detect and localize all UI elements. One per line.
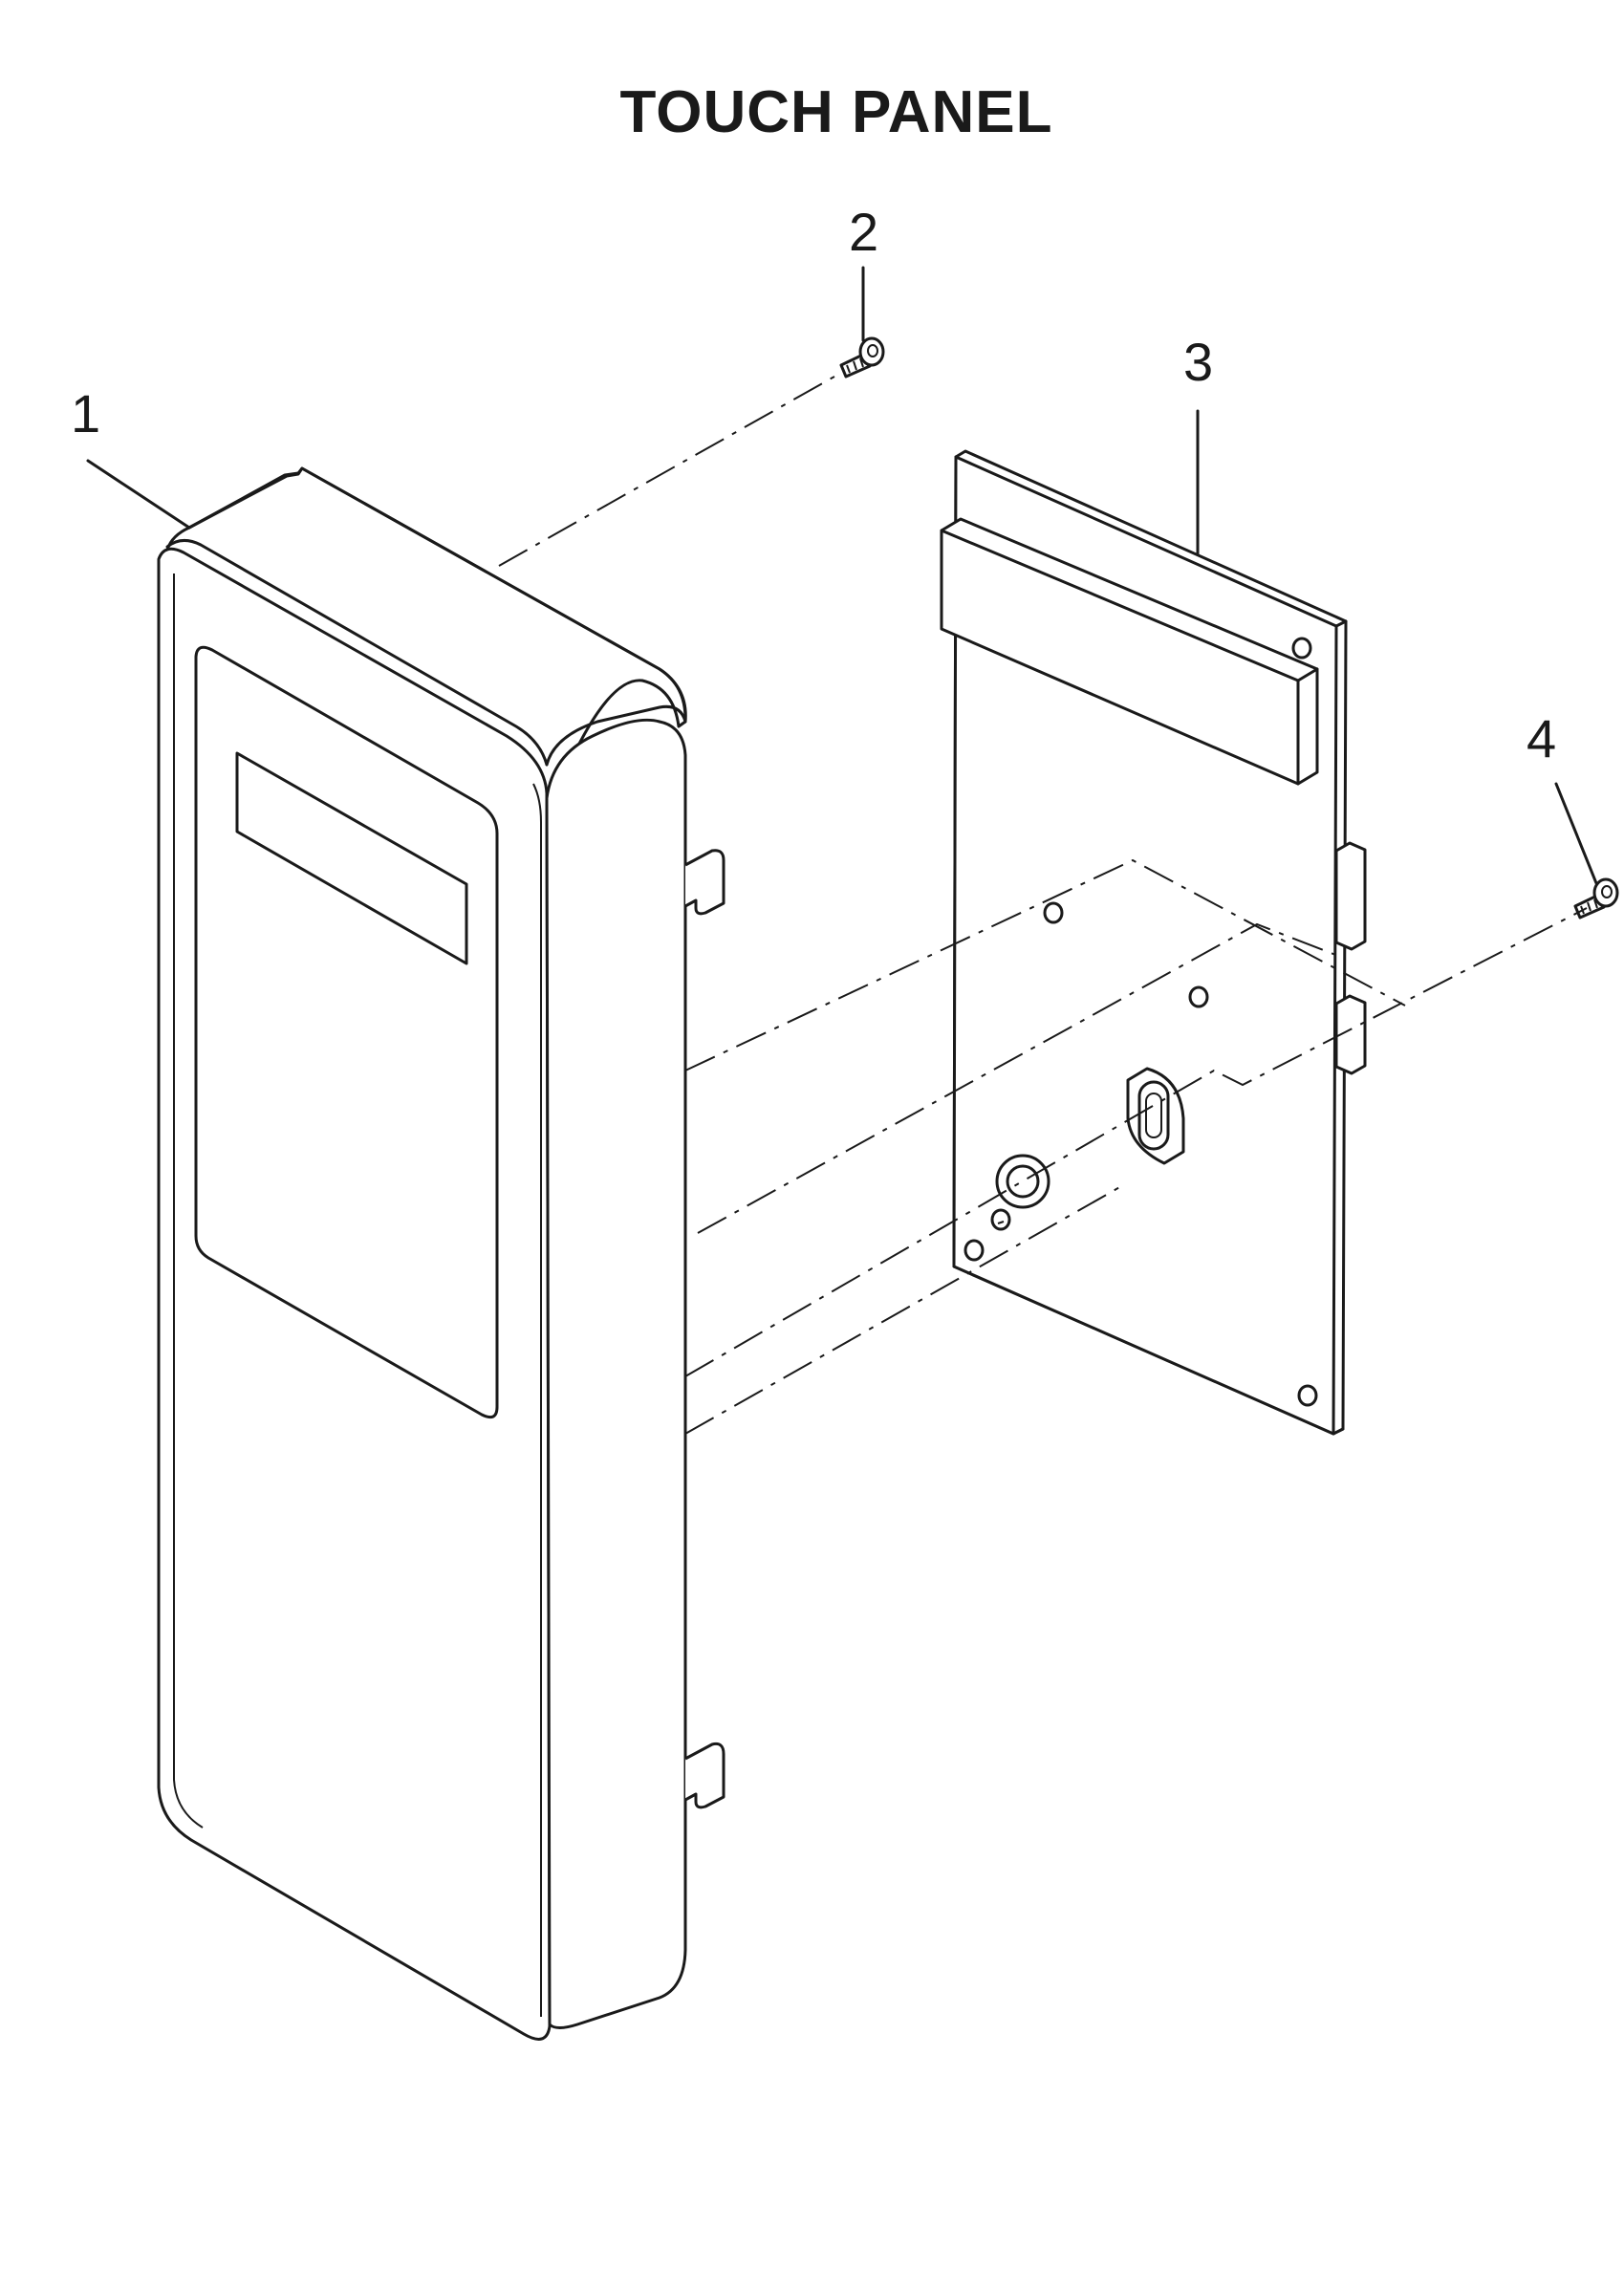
callout-number-4: 4 (1527, 708, 1556, 768)
circuit-board (940, 449, 1367, 1436)
alignment-lines (498, 372, 1588, 1435)
screw-2 (839, 336, 885, 379)
screw-4 (1573, 877, 1619, 920)
callout-4: 4 (1527, 708, 1598, 885)
callout-number-1: 1 (71, 383, 100, 444)
page-title: TOUCH PANEL (619, 79, 1053, 145)
callout-3: 3 (1183, 332, 1213, 556)
control-panel-frame (157, 466, 725, 2041)
callout-number-2: 2 (849, 202, 878, 262)
callout-number-3: 3 (1183, 332, 1213, 392)
callout-1: 1 (71, 383, 191, 530)
callout-2: 2 (849, 202, 878, 342)
